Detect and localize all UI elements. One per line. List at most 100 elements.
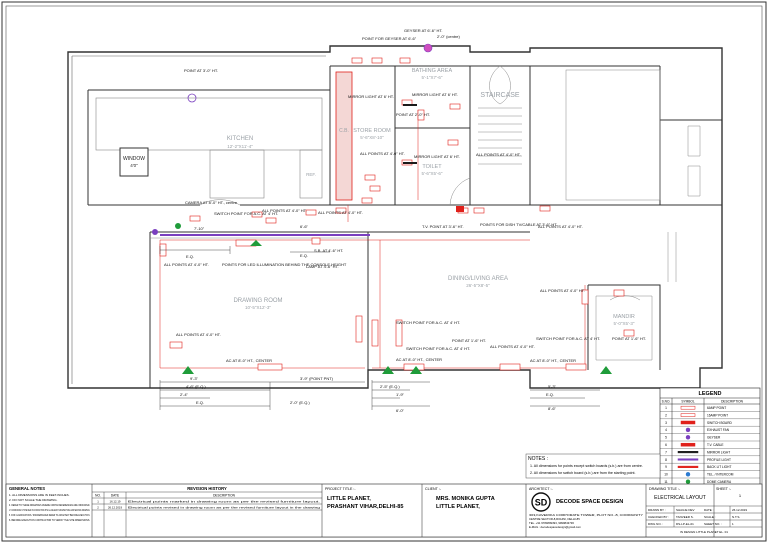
sheet-label: SHEET :- [716,487,732,491]
tb-row-key-1: DWG NO. : [648,522,663,526]
sheet-number: 1 [739,493,742,498]
revision-2-no: 2 [97,505,99,509]
dim-7-10: 7'-10" [194,226,205,231]
legend-row-description: 6AMP POINT [707,406,726,410]
note-sb-hf: S.B. AT 4'-6" HT. [314,248,343,253]
tb-row-key-2: SHEET NO. : [704,522,722,526]
note-switch-drawing: SWITCH POINT FOR A.C. AT 4' HT. [396,320,460,325]
revision-2-date: 26.12.2019 [108,505,122,509]
revision-1-desc: Electrical points marked in drawing room… [128,499,320,503]
legend-row-description: MIRROR LIGHT [707,450,730,454]
note-ac-center-dining: AC AT 8'-0" HT., CENTER [396,357,442,362]
note-mirror-light-bath: MIRROR LIGHT AT 6' HT. [412,92,458,97]
legend-symbol-board-icon [680,420,696,425]
window-label: WINDOW [123,156,145,162]
room-name-kitchen: KITCHEN [227,136,253,142]
legend-row-number: 7 [665,450,667,454]
legend-row-number: 1 [665,406,667,410]
legend-symbol-tel-icon [685,472,691,477]
note-all-points-dining2: ALL POINTS AT 4'-0" HT. [490,344,535,349]
legend-symbol-geyser-icon [685,435,691,440]
client-site: LITTLE PLANET, [436,504,480,510]
dim-1-9: 1'-9" [396,392,405,397]
room-labels: KITCHEN 12'-2"X11'-4" BATHING AREA 5'-1"… [123,68,635,326]
dimension-texts: 9'-3" 3'-9" (POINT PNT) 4'-6" (E.Q.) 2'-… [180,224,557,413]
general-note-2: 2. DO NOT SCALE THE DRAWING. [9,498,58,502]
note-points-dish: POINTS FOR DISH TV/CABLE AT 3'-6" HT. [480,222,557,227]
room-name-bathing: BATHING AREA [412,68,453,74]
legend-row-number: 4 [665,428,667,432]
note-switch-point-2: SWITCH POINT FOR A.C. AT 4' HT. [536,336,600,341]
note-line-2: 2. All dimensions for switch board (s.b.… [530,471,635,475]
revision-header-no: NO. [95,494,101,498]
room-name-staircase: STAIRCASE [480,92,519,99]
general-note-3: 3. REFER TO THESE DRAWINGS WHERE CROSS R… [9,503,90,507]
room-size-store: 5'-6"X8'-10" [360,135,384,140]
client-label: CLIENT :- [425,487,442,491]
note-point-kitchen: POINT AT 3'-0" HT. [184,68,218,73]
room-name-dining: DINING/LIVING AREA [448,276,508,282]
tb-row-key-1: CHECKED BY : [648,515,669,519]
tb-row-value-2: 26.12.2019 [732,508,747,512]
legend-header-description: DESCRIPTION [721,400,743,404]
firm-logo-ring [531,492,551,512]
legend-symbol-profile-icon [677,458,699,461]
legend-row-description: TEL. / INTERCOM [707,473,734,477]
dim-4-6: 4'-6" (E.Q.) [186,384,206,389]
note-point-mandir: POINT AT 1'-6" HT. [612,336,646,341]
legend-row-number: 11 [664,480,668,484]
revision-header-date: DATE [111,494,119,498]
firm-logo: SD [535,498,548,508]
note-point-geyser: POINT FOR GEYSER AT 6'-6" [362,36,417,41]
firm-address-2: CENTRE SECTOR-8,ROHINI, DELHI-85 [529,517,580,521]
note-points-console: POINTS FOR LED ILLUMINATION BEHIND THE C… [222,262,347,267]
revision-header-description: DESCRIPTION [213,494,235,498]
legend-row-description: T.V. CABLE [707,443,724,447]
revision-title: REVISION HISTORY [187,486,227,491]
legend-row-number: 6 [665,443,667,447]
dim-6-0: 6'-0" [396,408,405,413]
notes-title: NOTES : [528,456,548,462]
ref-label: REF. [306,172,316,177]
legend-row-description: SWITCH BOARD [707,421,732,425]
legend-row-number: 3 [665,421,667,425]
dim-eq-2: 2'-0" (E.Q.) [290,400,310,405]
note-camera: CAMERA AT 8'-0" HT., centre [185,200,238,205]
cb-label: C.B. [339,128,349,134]
dim-eq-3: E.Q. [546,392,554,397]
dimension-lines [159,246,600,410]
note-point-dining: POINT AT 1'-6" HT. [452,338,486,343]
room-name-store: STORE ROOM [353,128,391,134]
tb-row-key-1: DRAWN BY : [648,508,666,512]
legend-row-description: DOME CAMERA [707,480,732,484]
legend-header-symbol: SYMBOL [681,400,695,404]
dim-eq-5: E.Q. [300,253,308,258]
dim-3-9: 3'-9" (POINT PNT) [300,376,334,381]
note-switch-kitchen: SWITCH POINT FOR A.C. AT 4' HT. [214,211,278,216]
legend-symbol-fan-icon [685,427,691,433]
general-notes-title: GENERAL NOTES [9,486,45,491]
plan-annotations: GEYSER AT 6'-6" HT. 2'-0" (centre) POINT… [164,28,646,363]
room-name-drawing: DRAWING ROOM [233,298,282,304]
note-all-points-dining: ALL POINTS AT 4'-0" HT. [538,224,583,229]
revision-1-no: 1 [97,499,99,503]
tb-row-value-1: DS-LP-EL-01 [676,522,694,526]
note-lamp-console: LAMP AT 4'-6" HT. [306,264,339,269]
revision-1-date: 16.12.19 [110,499,121,503]
general-note-1: 1. ALL DIMENSIONS ARE IN FEET-INCHES. [9,493,70,497]
title-block: GENERAL NOTES 1. ALL DIMENSIONS ARE IN F… [5,483,763,538]
legend-row-number: 10 [664,473,668,477]
general-note-5: 5. FOR CLARIFICATIONS / DISCREPANCIES RE… [9,513,90,517]
firm-name: DECODE SPACE DESIGN [556,499,623,505]
window-size: 4'0" [130,163,138,168]
dim-9-3: 9'-3" [190,376,199,381]
tb-row-value-2: N.T.S. [732,515,740,519]
note-geyser: GEYSER AT 6'-6" HT. [404,28,443,33]
legend-header-no: S.NO. [662,400,671,404]
tb-row-key-2: SCALE : [704,515,716,519]
note-mirror-light-toilet: MIRROR LIGHT AT 6' HT. [414,154,460,159]
legend-symbol-box-icon [680,405,696,410]
